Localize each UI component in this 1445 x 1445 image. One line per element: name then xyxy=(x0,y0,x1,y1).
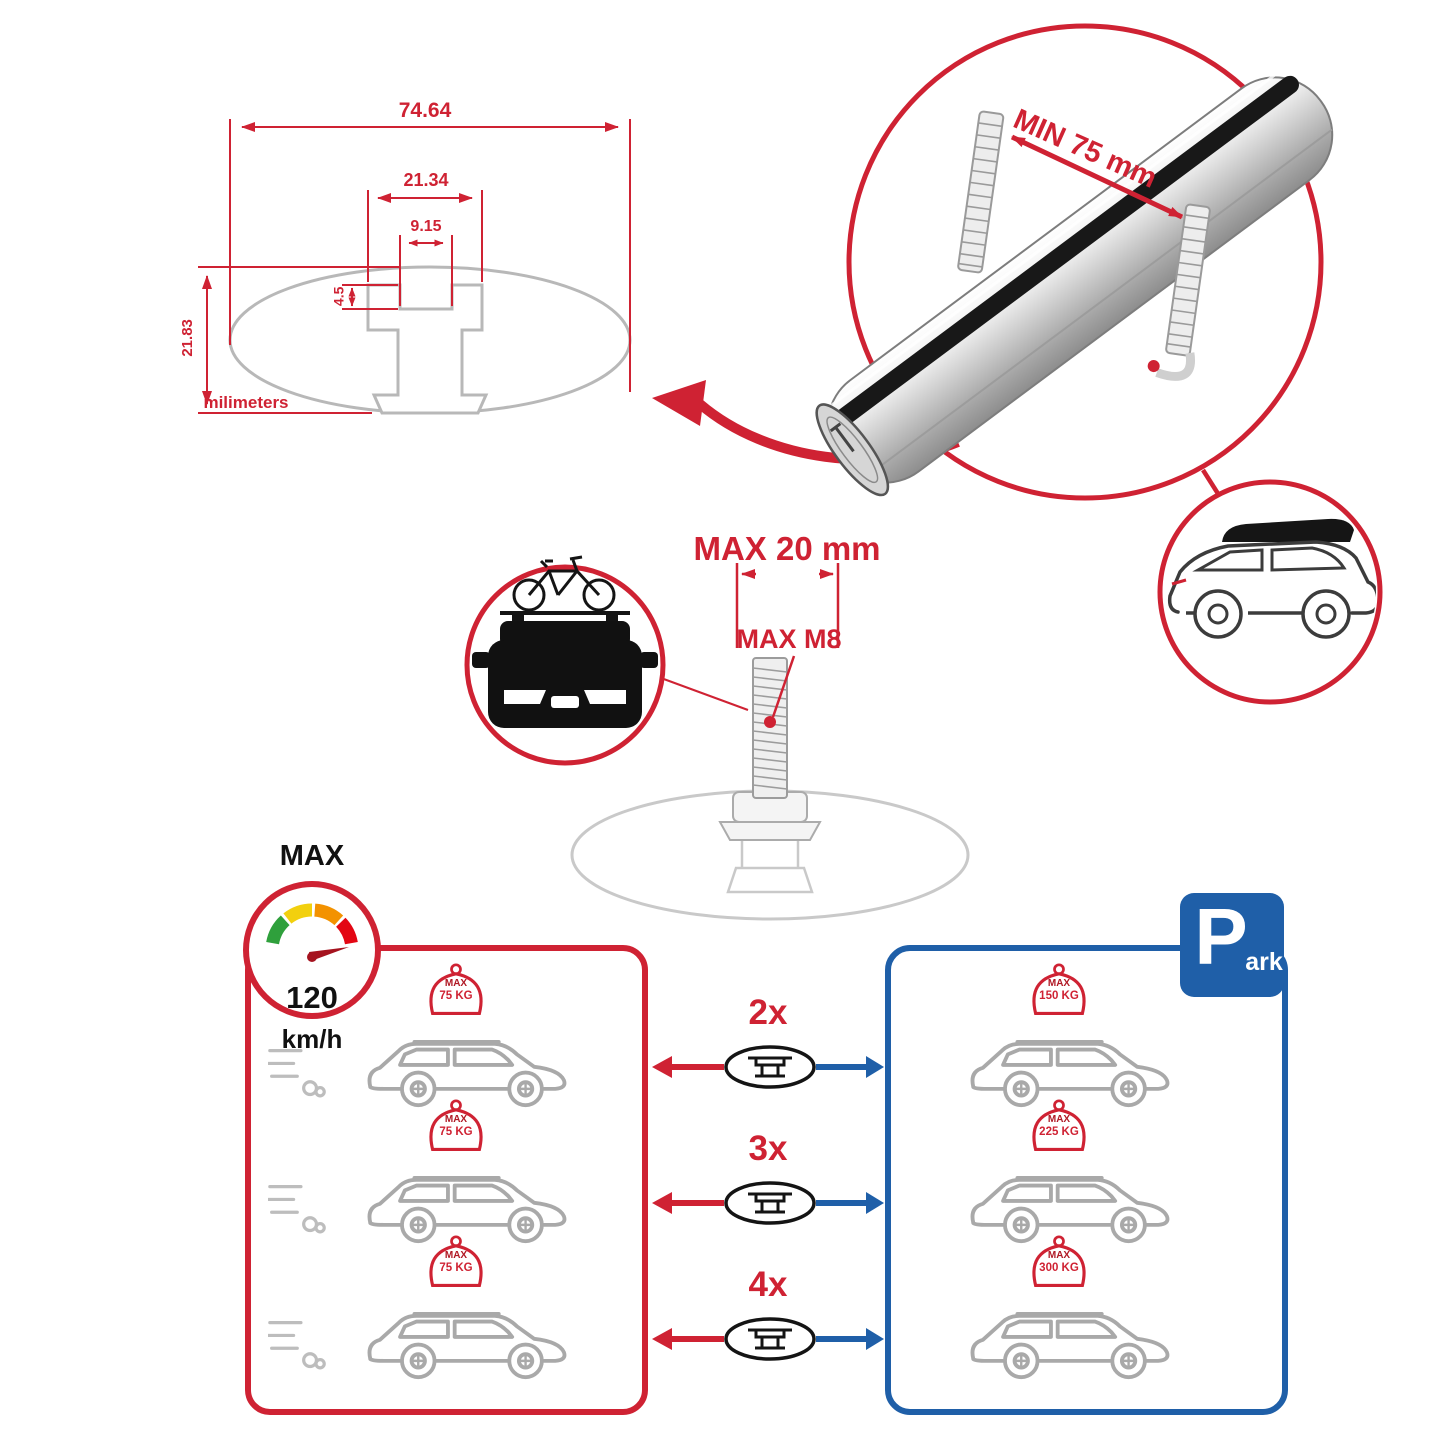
roofbox-car-circle xyxy=(1157,479,1383,705)
badge-kg-value: 75 KG xyxy=(439,1262,473,1274)
badge-max-label: MAX xyxy=(1047,978,1071,989)
car-front-silhouette xyxy=(472,621,658,728)
units-label: milimeters xyxy=(203,393,289,412)
multiplier-3x: 3x xyxy=(748,1129,788,1168)
badge-kg-value: 225 KG xyxy=(1039,1126,1079,1138)
roofbox-car-illustration xyxy=(1167,518,1376,639)
park-sign-letter: P xyxy=(1194,892,1248,981)
clamp-rod-left xyxy=(957,110,1005,274)
max-thread-label: MAX M8 xyxy=(736,624,842,654)
max-width-label: MAX 20 mm xyxy=(693,530,881,567)
bolt-dimension-lines xyxy=(735,563,840,648)
park-sign-board xyxy=(1180,893,1284,997)
bike-circle-pointer xyxy=(660,677,749,711)
driving-load-badge-3: MAX 75 KG xyxy=(420,1250,492,1276)
badge-max-label: MAX xyxy=(444,978,468,989)
badge-max-label: MAX xyxy=(1047,1250,1071,1261)
m8-pointer-line xyxy=(771,655,796,718)
bike-car-circle xyxy=(464,555,749,766)
multiplier-2x: 2x xyxy=(748,993,788,1032)
dim-lip-depth-label: 4.5 xyxy=(330,286,347,307)
dim-total-height-label: 21.83 xyxy=(179,319,197,357)
badge-kg-value: 300 KG xyxy=(1039,1262,1079,1274)
cross-section-drawing xyxy=(198,119,632,415)
speed-unit: km/h xyxy=(281,1024,343,1054)
badge-max-label: MAX xyxy=(444,1250,468,1261)
badge-max-label: MAX xyxy=(444,1114,468,1125)
dimension-lines xyxy=(198,119,631,414)
min-span-arrow xyxy=(1010,134,1184,220)
parked-load-badge-1: MAX 150 KG xyxy=(1023,978,1095,1004)
parked-load-badge-2: MAX 225 KG xyxy=(1023,1114,1095,1140)
badge-kg-value: 75 KG xyxy=(439,990,473,1002)
badge-kg-value: 75 KG xyxy=(439,1126,473,1138)
clamp-rod-right xyxy=(1147,203,1211,381)
speed-max-heading: MAX xyxy=(279,840,345,872)
bike-icon xyxy=(512,555,616,612)
driving-load-badge-2: MAX 75 KG xyxy=(420,1114,492,1140)
dim-slot-outer-label: 21.34 xyxy=(403,170,449,190)
dim-total-width-label: 74.64 xyxy=(398,99,452,122)
badge-kg-value: 150 KG xyxy=(1039,990,1079,1002)
bolt-detail xyxy=(570,563,970,921)
profile-t-slot xyxy=(366,283,489,415)
multiplier-4x: 4x xyxy=(748,1265,788,1304)
parked-load-badge-3: MAX 300 KG xyxy=(1023,1250,1095,1276)
pointer-arrowhead-icon xyxy=(652,380,706,426)
m8-pointer-dot xyxy=(764,716,776,728)
badge-max-label: MAX xyxy=(1047,1114,1071,1125)
clamp-end-dot xyxy=(1147,360,1160,373)
speed-gauge-icon xyxy=(243,881,381,1019)
bar-zoom-circle xyxy=(652,23,1334,501)
speed-value: 120 xyxy=(286,980,338,1015)
quantity-column xyxy=(652,1045,884,1361)
park-sign-rest: ark xyxy=(1245,948,1283,976)
driving-load-badge-1: MAX 75 KG xyxy=(420,978,492,1004)
dim-slot-inner-label: 9.15 xyxy=(410,218,442,235)
